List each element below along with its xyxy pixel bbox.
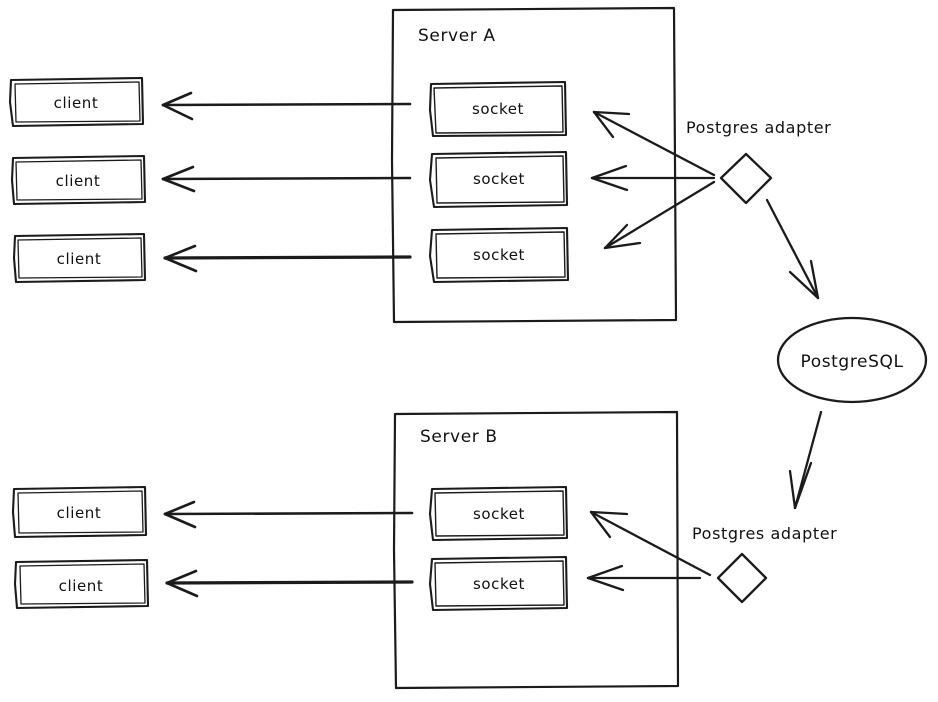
client-box-1[interactable]: client — [8, 76, 145, 128]
client-5-outline — [13, 558, 150, 610]
client-5-label: client — [59, 577, 104, 595]
client-4-inner — [17, 490, 144, 534]
client-box-3[interactable]: client — [12, 232, 147, 284]
client-5-inner — [19, 563, 146, 605]
socket-a3-outline — [428, 226, 570, 284]
socket-a2-outline — [428, 150, 569, 209]
arrow-adapter-a-to-database — [765, 198, 820, 300]
client-1-outline — [8, 76, 145, 128]
socket-b1-label: socket — [473, 505, 525, 523]
client-2-label: client — [56, 172, 101, 190]
client-1-inner — [14, 81, 141, 123]
client-2-inner — [15, 159, 143, 201]
socket-box-a1[interactable]: socket — [428, 80, 568, 138]
adapter-b-diamond — [716, 552, 768, 604]
client-3-outline — [12, 232, 147, 284]
group-server-a[interactable]: Server A socket socket socket — [390, 6, 678, 324]
socket-box-a2[interactable]: socket — [428, 150, 569, 209]
server-a-label: Server A — [418, 26, 496, 46]
client-4-label: client — [57, 504, 102, 522]
socket-box-a3[interactable]: socket — [428, 226, 570, 284]
socket-a3-label: socket — [473, 246, 525, 264]
socket-a2-inner — [435, 155, 565, 204]
group-server-b[interactable]: Server B socket socket — [392, 410, 680, 690]
client-box-4[interactable]: client — [11, 485, 148, 539]
socket-b2-label: socket — [473, 575, 525, 593]
arrow-server-b-to-client-5 — [165, 569, 414, 598]
socket-b1-inner — [434, 490, 565, 537]
client-4-outline — [11, 485, 148, 539]
adapter-a-diamond — [719, 152, 773, 205]
arrow-database-to-adapter-b — [788, 410, 823, 510]
client-box-5[interactable]: client — [13, 558, 150, 610]
client-1-label: client — [54, 94, 99, 112]
socket-a1-inner — [433, 85, 564, 134]
client-box-2[interactable]: client — [10, 154, 147, 206]
postgres-adapter-b[interactable]: Postgres adapter — [692, 524, 837, 604]
socket-a1-label: socket — [472, 100, 524, 118]
server-b-label: Server B — [420, 427, 498, 447]
postgresql-database[interactable]: PostgreSQL — [776, 316, 928, 404]
arrow-server-b-to-client-4 — [163, 500, 414, 529]
socket-a2-label: socket — [473, 170, 525, 188]
database-ellipse — [776, 316, 928, 404]
database-label: PostgreSQL — [800, 352, 903, 372]
socket-box-b2[interactable]: socket — [428, 555, 569, 612]
socket-b2-inner — [434, 560, 565, 607]
arrow-server-a-to-client-1 — [161, 91, 412, 121]
arrow-server-a-to-client-2 — [161, 165, 412, 193]
socket-b2-outline — [428, 555, 569, 612]
adapter-b-label: Postgres adapter — [692, 524, 837, 543]
arrow-adapter-a-to-socket-a1 — [592, 110, 716, 177]
client-3-label: client — [57, 250, 102, 268]
server-a-boundary — [390, 6, 678, 324]
adapter-a-label: Postgres adapter — [686, 118, 831, 137]
client-3-inner — [17, 237, 143, 279]
arrow-adapter-a-to-socket-a3 — [603, 180, 716, 250]
socket-a1-outline — [428, 80, 568, 138]
client-2-outline — [10, 154, 147, 206]
server-b-boundary — [392, 410, 680, 690]
arrow-server-a-to-client-3 — [163, 244, 412, 273]
socket-a3-inner — [435, 231, 566, 279]
socket-box-b1[interactable]: socket — [428, 485, 569, 542]
arrow-adapter-a-to-socket-a2 — [590, 164, 716, 192]
postgres-adapter-a[interactable]: Postgres adapter — [686, 118, 831, 205]
arrow-adapter-b-to-socket-b1 — [589, 510, 712, 577]
socket-b1-outline — [428, 485, 569, 542]
arrow-adapter-b-to-socket-b2 — [586, 564, 702, 592]
